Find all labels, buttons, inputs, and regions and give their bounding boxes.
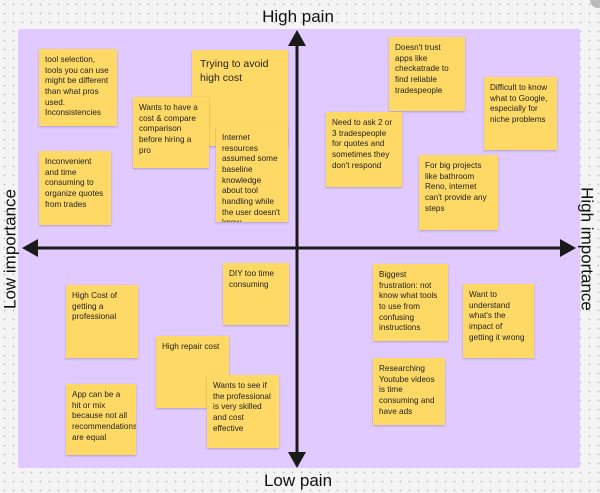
axis-label-low-importance: Low importance xyxy=(0,188,20,310)
sticky-note[interactable]: Researching Youtube videos is time consu… xyxy=(373,358,445,425)
avatar-icon[interactable] xyxy=(590,0,600,8)
sticky-note[interactable]: Wants to see if the professional is very… xyxy=(207,375,279,448)
sticky-note[interactable]: High Cost of getting a professional xyxy=(66,285,138,358)
sticky-note-text: Doesn't trust apps like checkatrade to f… xyxy=(395,43,449,95)
sticky-note-text: Inconvenient and time consuming to organ… xyxy=(45,157,104,209)
sticky-note-text: App can be a hit or mix because not all … xyxy=(72,390,136,442)
sticky-note-text: For big projects like bathroom Reno, int… xyxy=(425,161,487,213)
sticky-note[interactable]: Doesn't trust apps like checkatrade to f… xyxy=(389,37,465,111)
sticky-note[interactable]: tool selection, tools you can use might … xyxy=(39,49,117,126)
sticky-note-text: Want to understand what's the impact of … xyxy=(469,290,525,342)
sticky-note[interactable]: For big projects like bathroom Reno, int… xyxy=(419,155,498,230)
arrow-left-icon xyxy=(22,239,38,257)
sticky-note[interactable]: DIY too time consuming xyxy=(223,263,289,325)
arrow-up-icon xyxy=(288,30,306,46)
axis-label-high-pain: High pain xyxy=(262,7,334,26)
axis-label-low-pain: Low pain xyxy=(263,471,333,490)
sticky-note-text: tool selection, tools you can use might … xyxy=(45,55,109,118)
sticky-note[interactable]: Difficult to know what to Google, especi… xyxy=(484,77,557,150)
sticky-note-text: Wants to see if the professional is very… xyxy=(213,381,271,433)
sticky-note[interactable]: Biggest frustration: not know what tools… xyxy=(373,264,448,341)
axis-label-high-importance: High importance xyxy=(577,187,597,311)
sticky-note[interactable]: Inconvenient and time consuming to organ… xyxy=(39,151,111,225)
sticky-note[interactable]: Wants to have a cost & compare compariso… xyxy=(133,97,209,168)
arrow-down-icon xyxy=(288,452,306,468)
sticky-note-text: Researching Youtube videos is time consu… xyxy=(379,364,435,416)
sticky-note-text: Need to ask 2 or 3 tradespeople for quot… xyxy=(332,118,393,170)
sticky-note[interactable]: Internet resources assumed some baseline… xyxy=(216,127,288,222)
sticky-note-text: High Cost of getting a professional xyxy=(72,291,118,322)
sticky-note-text: DIY too time consuming xyxy=(229,269,274,289)
sticky-note-text: Biggest frustration: not know what tools… xyxy=(379,270,438,333)
arrow-right-icon xyxy=(560,239,576,257)
sticky-note[interactable]: Need to ask 2 or 3 tradespeople for quot… xyxy=(326,112,402,187)
sticky-note-text: High repair cost xyxy=(162,342,220,351)
sticky-note-text: Trying to avoid high cost xyxy=(200,58,269,84)
sticky-note-text: Internet resources assumed some baseline… xyxy=(222,133,281,222)
sticky-note-text: Difficult to know what to Google, especi… xyxy=(490,83,548,124)
sticky-note[interactable]: Want to understand what's the impact of … xyxy=(463,284,534,358)
sticky-note[interactable]: App can be a hit or mix because not all … xyxy=(66,384,136,455)
sticky-note-text: Wants to have a cost & compare compariso… xyxy=(139,103,198,155)
